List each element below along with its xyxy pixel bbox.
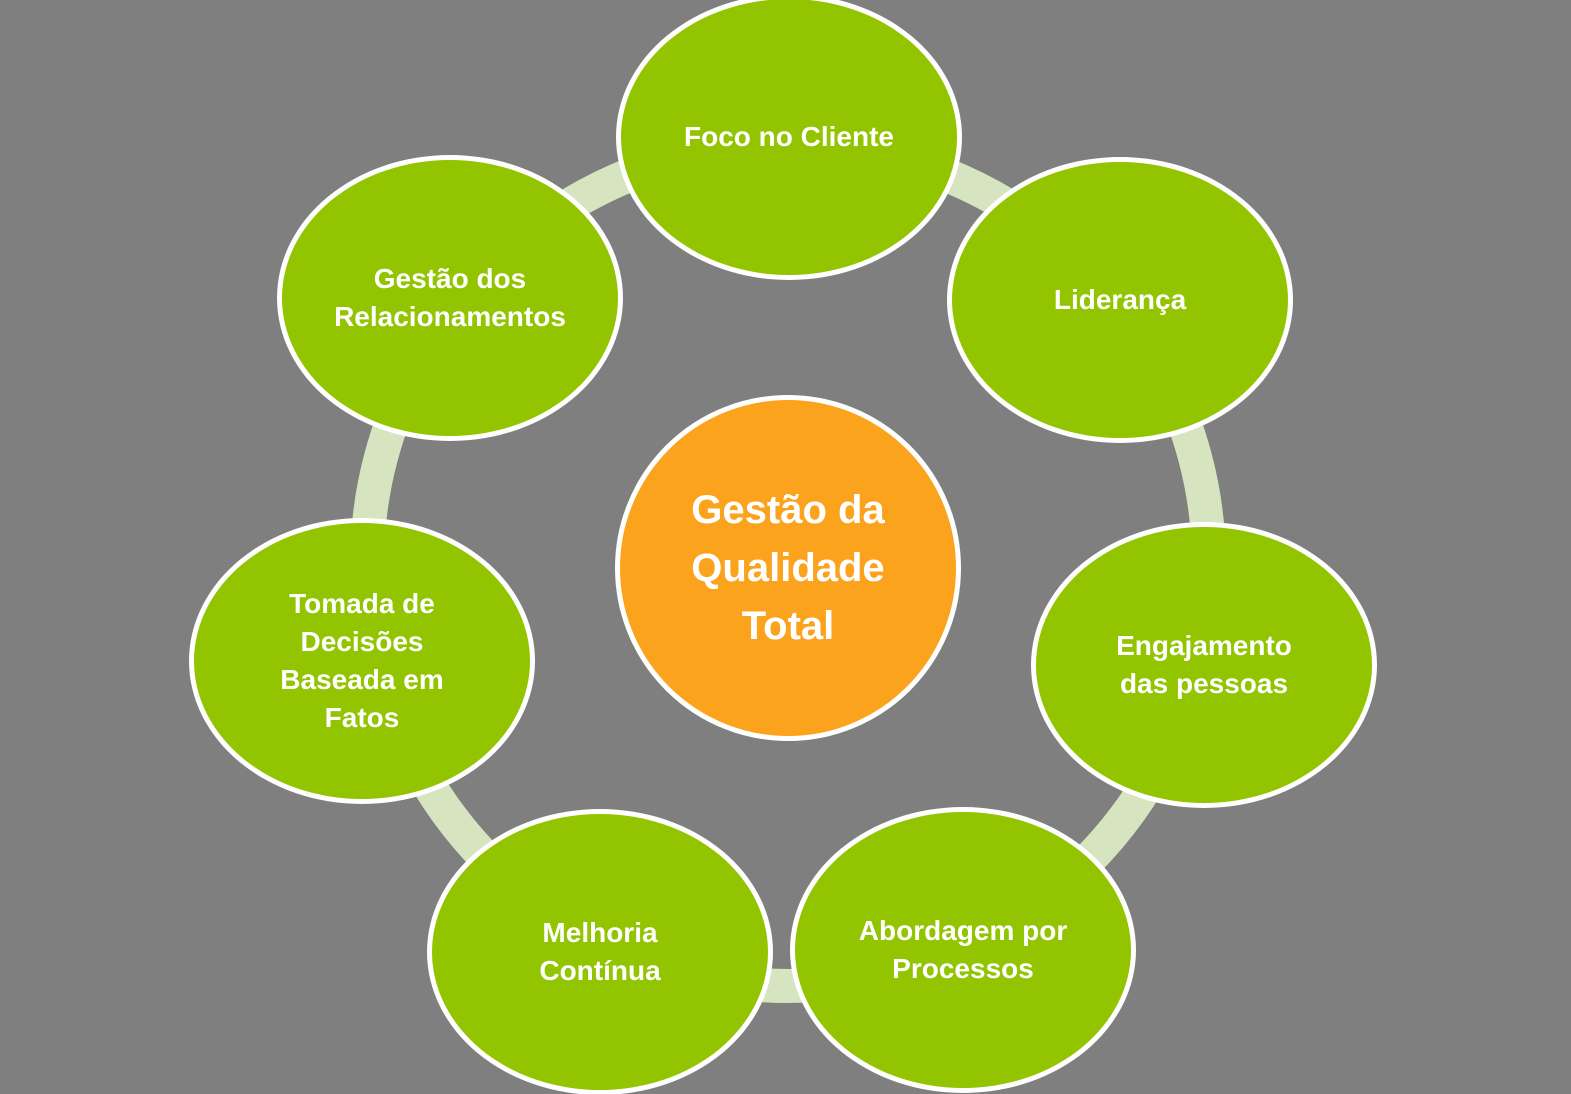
node-melhoria-continua: Melhoria Contínua — [427, 809, 773, 1094]
node-abordagem-por-processos: Abordagem por Processos — [790, 807, 1136, 1093]
node-tomada-de-decisoes: Tomada de Decisões Baseada em Fatos — [189, 518, 535, 804]
center-node-label: Gestão da Qualidade Total — [691, 488, 885, 648]
node-label-melhoria-continua: Melhoria Contínua — [539, 917, 661, 986]
node-foco-no-cliente: Foco no Cliente — [616, 0, 962, 280]
node-gestao-dos-relacionamentos: Gestão dos Relacionamentos — [277, 155, 623, 441]
node-label-gestao-dos-relacionamentos: Gestão dos Relacionamentos — [334, 263, 566, 332]
node-engajamento-das-pessoas: Engajamento das pessoas — [1031, 522, 1377, 808]
node-label-abordagem-por-processos: Abordagem por Processos — [858, 915, 1068, 984]
node-label-lideranca: Liderança — [1053, 284, 1187, 316]
center-node-gestao-da-qualidade-total: Gestão da Qualidade Total — [615, 395, 961, 741]
node-label-tomada-de-decisoes: Tomada de Decisões Baseada em Fatos — [280, 588, 444, 733]
node-label-engajamento-das-pessoas: Engajamento das pessoas — [1116, 630, 1292, 699]
node-lideranca: Liderança — [947, 157, 1293, 443]
node-label-foco-no-cliente: Foco no Cliente — [684, 121, 894, 153]
